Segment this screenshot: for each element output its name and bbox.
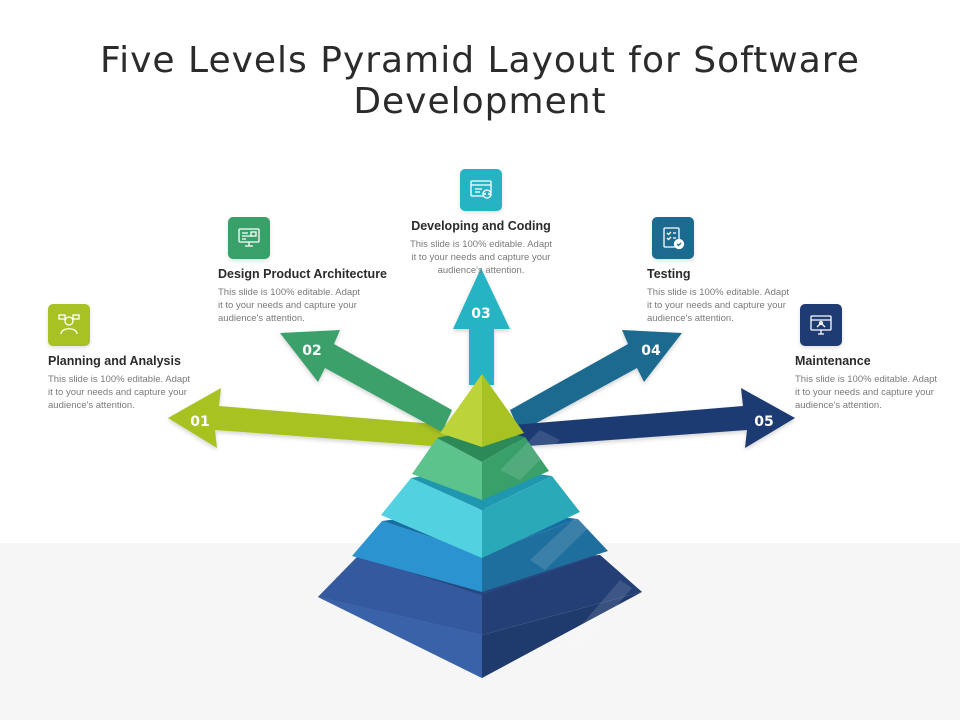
page-title: Five Levels Pyramid Layout for Software …	[100, 40, 860, 122]
stage-03-description: This slide is 100% editable. Adapt it to…	[409, 239, 553, 276]
arrow-02-number: 02	[302, 343, 321, 359]
planning-icon	[48, 304, 90, 346]
arrow-03	[453, 268, 510, 385]
stage-02-description: This slide is 100% editable. Adapt it to…	[218, 287, 361, 324]
pyramid-highlight	[500, 430, 632, 655]
arrow-01	[168, 388, 447, 448]
arrow-03-number: 03	[471, 306, 490, 322]
stage-05-block: Maintenance This slide is 100% editable.…	[795, 304, 955, 412]
arrow-04-number: 04	[641, 343, 661, 359]
stage-03-block: Developing and Coding This slide is 100%…	[391, 169, 571, 277]
stage-02-block: Design Product Architecture This slide i…	[218, 217, 398, 325]
arrow-02	[280, 330, 452, 432]
arrow-04	[510, 330, 682, 432]
stage-05-description: This slide is 100% editable. Adapt it to…	[795, 374, 938, 411]
stage-04-description: This slide is 100% editable. Adapt it to…	[647, 287, 790, 324]
pyramid-level-1	[440, 374, 524, 447]
architecture-icon	[228, 217, 270, 259]
stage-05-title: Maintenance	[795, 354, 871, 368]
arrow-01-number: 01	[190, 414, 209, 430]
pyramid	[318, 374, 642, 678]
stage-04-block: Testing This slide is 100% editable. Ada…	[647, 217, 827, 325]
coding-icon	[460, 169, 502, 211]
stage-01-block: Planning and Analysis This slide is 100%…	[48, 304, 228, 412]
stage-01-title: Planning and Analysis	[48, 354, 181, 368]
maintenance-monitor-icon	[800, 304, 842, 346]
stage-03-title: Developing and Coding	[411, 219, 551, 233]
arrow-05-number: 05	[754, 414, 773, 430]
testing-checklist-icon	[652, 217, 694, 259]
stage-02-title: Design Product Architecture	[218, 267, 388, 281]
arrow-05	[513, 388, 795, 448]
stage-04-title: Testing	[647, 267, 691, 281]
stage-01-description: This slide is 100% editable. Adapt it to…	[48, 374, 191, 411]
